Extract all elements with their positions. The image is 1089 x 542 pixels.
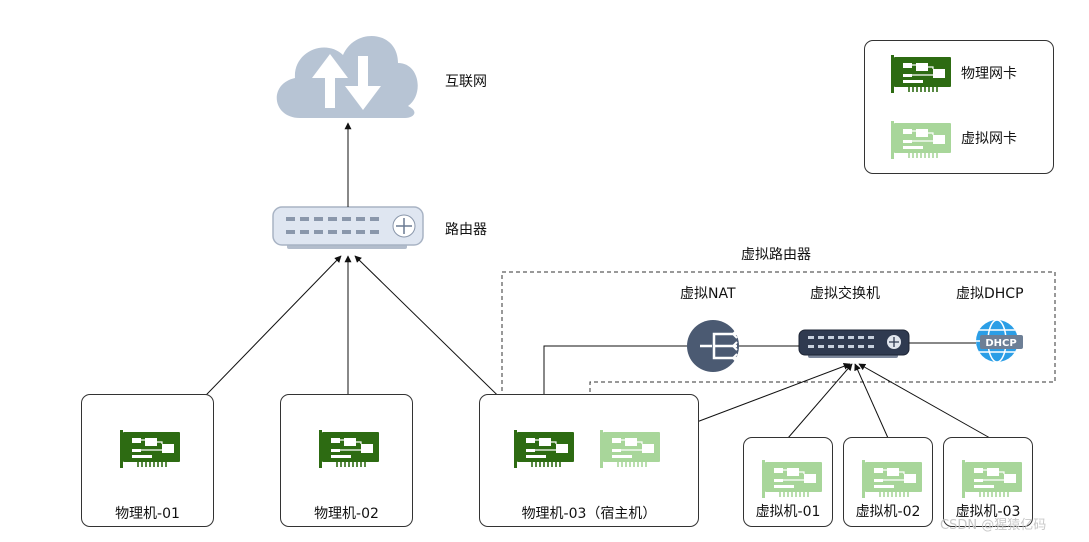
watermark: CSDN @猩猿亿码 — [940, 518, 1047, 533]
virtual-nic-icon — [600, 430, 661, 469]
physical-machine-03-label: 物理机-03（宿主机） — [521, 506, 657, 522]
virtual-switch-icon — [798, 329, 910, 358]
link-vm02-switch — [854, 363, 889, 439]
link-vm03-switch — [858, 363, 991, 439]
virtual-machine-03-label: 虚拟机-03 — [955, 504, 1021, 520]
physical-machine-01-label: 物理机-01 — [115, 506, 180, 522]
nat-icon — [687, 320, 739, 372]
router-icon — [272, 206, 424, 249]
physical-machine-02[interactable]: 物理机-02 — [280, 394, 413, 527]
physical-machine-02-label: 物理机-02 — [314, 506, 379, 522]
legend-box: 物理网卡 虚拟网卡 — [864, 40, 1054, 174]
physical-machine-01[interactable]: 物理机-01 — [81, 394, 214, 527]
dhcp-badge: DHCP — [985, 338, 1016, 349]
internet-label: 互联网 — [445, 74, 487, 90]
physical-nic-icon — [319, 430, 380, 469]
link-vm01-switch — [787, 363, 853, 439]
virtual-switch-label: 虚拟交换机 — [810, 286, 880, 302]
virtual-machine-01[interactable]: 虚拟机-01 — [743, 437, 833, 527]
physical-nic-icon — [120, 430, 181, 469]
connections — [176, 122, 991, 439]
virtual-machine-02[interactable]: 虚拟机-02 — [843, 437, 933, 527]
physical-nic-icon — [514, 430, 575, 469]
virtual-nat-label: 虚拟NAT — [680, 286, 736, 302]
physical-nic-legend-icon — [891, 55, 952, 94]
virtual-nic-icon — [862, 460, 923, 499]
virtual-machine-02-label: 虚拟机-02 — [855, 504, 921, 520]
virtual-nic-icon — [762, 460, 823, 499]
virtual-machine-03[interactable]: 虚拟机-03 — [943, 437, 1033, 527]
dhcp-globe-icon — [976, 319, 1023, 363]
internet-cloud-icon — [276, 35, 418, 118]
virtual-router-label: 虚拟路由器 — [741, 247, 811, 263]
virtual-machine-01-label: 虚拟机-01 — [755, 504, 821, 520]
router-label: 路由器 — [445, 222, 487, 238]
legend-virtual-nic: 虚拟网卡 — [961, 131, 1017, 147]
virtual-dhcp-label: 虚拟DHCP — [956, 286, 1024, 302]
legend-physical-nic: 物理网卡 — [961, 66, 1017, 82]
virtual-nic-icon — [962, 460, 1023, 499]
physical-machine-03-host[interactable]: 物理机-03（宿主机） — [479, 394, 699, 527]
virtual-nic-legend-icon — [891, 121, 952, 160]
